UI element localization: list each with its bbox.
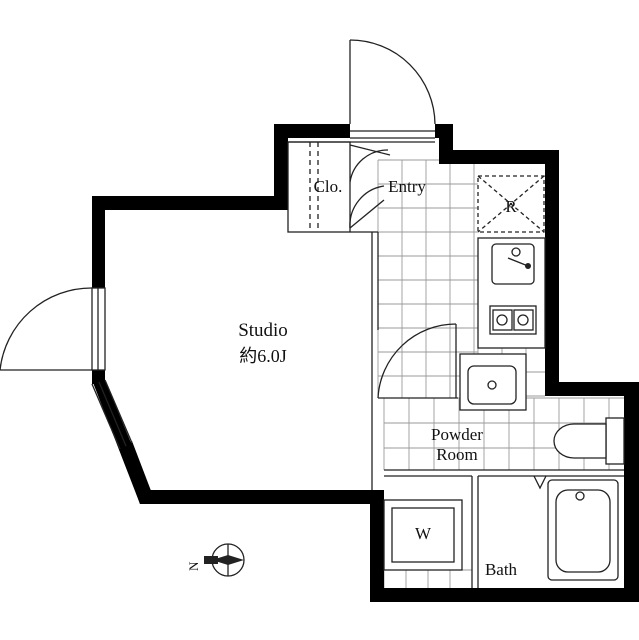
powder-room-label-line1: Powder [431,425,483,444]
angled-window [91,379,133,450]
balcony-door [0,287,106,371]
wash-basin [459,353,527,411]
compass-north-label: N [186,561,201,571]
bathtub [547,479,619,581]
toilet [553,417,625,465]
studio-label: Studio [238,320,288,341]
kitchen-counter [477,237,546,349]
bath-label: Bath [485,560,518,579]
interior-partitions [287,141,624,588]
washer-space [383,499,463,571]
entry-label: Entry [388,177,426,196]
washer-label: W [415,524,432,543]
entrance-door [349,39,436,139]
exterior-walls [92,124,639,602]
refrigerator-space [477,175,545,233]
compass-icon: N [186,543,245,577]
refrigerator-label: R [505,197,517,216]
studio-size-label: 約6.0J [239,346,287,366]
closet-label: Clo. [314,177,343,196]
powder-room-label-line2: Room [436,445,478,464]
